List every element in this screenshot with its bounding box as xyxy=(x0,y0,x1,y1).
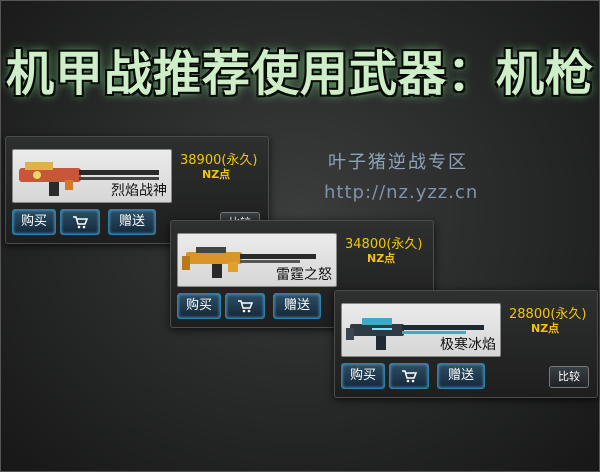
currency-label: NZ点 xyxy=(531,322,560,335)
compare-button[interactable]: 比较 xyxy=(549,366,589,388)
gift-button[interactable]: 赠送 xyxy=(437,363,485,389)
currency-label: NZ点 xyxy=(202,168,231,181)
page-title: 机甲战推荐使用武器：机枪 xyxy=(0,34,600,104)
buy-button[interactable]: 购买 xyxy=(177,293,221,319)
weapon-image: 极寒冰焰 xyxy=(341,303,501,357)
weapon-name: 极寒冰焰 xyxy=(440,337,496,353)
add-to-cart-button[interactable] xyxy=(389,363,429,389)
weapon-price: 38900(永久) xyxy=(180,153,258,168)
weapon-price: 34800(永久) xyxy=(345,237,423,252)
weapon-image: 雷霆之怒 xyxy=(177,233,337,287)
gift-button[interactable]: 赠送 xyxy=(108,209,156,235)
buy-button[interactable]: 购买 xyxy=(341,363,385,389)
shopping-cart-icon xyxy=(402,369,417,382)
weapon-name: 雷霆之怒 xyxy=(276,267,332,283)
machine-gun-icon xyxy=(19,162,159,196)
watermark-site-name: 叶子猪逆战专区 xyxy=(328,152,468,173)
shopping-cart-icon xyxy=(73,215,88,228)
weapon-price: 28800(永久) xyxy=(509,307,587,322)
buy-button[interactable]: 购买 xyxy=(12,209,56,235)
add-to-cart-button[interactable] xyxy=(225,293,265,319)
weapon-image: 烈焰战神 xyxy=(12,149,172,203)
weapon-name: 烈焰战神 xyxy=(111,183,167,199)
add-to-cart-button[interactable] xyxy=(60,209,100,235)
weapon-card-3: 极寒冰焰 28800(永久) NZ点 购买 赠送 比较 xyxy=(334,290,598,398)
gift-button[interactable]: 赠送 xyxy=(273,293,321,319)
machine-gun-icon xyxy=(182,247,316,278)
shopping-cart-icon xyxy=(238,299,253,312)
currency-label: NZ点 xyxy=(367,252,396,265)
machine-gun-icon xyxy=(346,318,484,350)
watermark-url: http://nz.yzz.cn xyxy=(324,182,479,203)
